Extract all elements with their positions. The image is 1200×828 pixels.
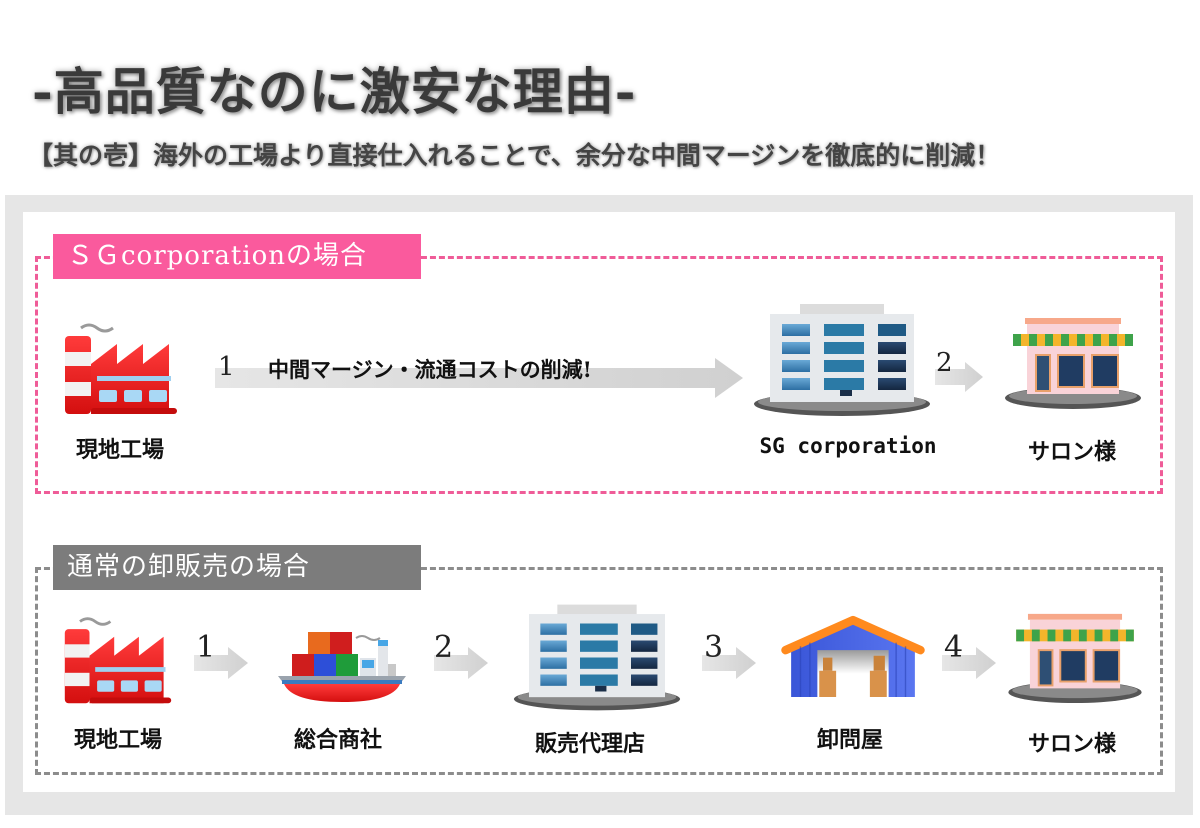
node-label-sales-agent: 販売代理店 <box>534 731 646 757</box>
step-number: 1 <box>218 352 235 382</box>
warehouse-icon <box>778 612 928 707</box>
step-number: 2 <box>434 630 454 665</box>
normal-flow-section <box>35 567 1163 775</box>
arrow-icon <box>434 647 488 679</box>
node-label-wholesaler: 卸問屋 <box>816 727 884 753</box>
step-number: 3 <box>704 630 724 665</box>
margin-cut-label: 中間マージン・流通コストの削減! <box>268 357 592 382</box>
node-label-salon: サロン様 <box>1027 439 1117 465</box>
office-building-icon <box>512 600 682 715</box>
normal-section-tag: 通常の卸販売の場合 <box>53 545 421 590</box>
long-arrow-icon <box>215 358 743 398</box>
sg-flow-section <box>35 256 1163 494</box>
factory-icon <box>60 612 176 707</box>
arrow-icon <box>935 362 983 392</box>
page-title: -高品質なのに激安な理由- <box>32 62 637 121</box>
storefront-icon <box>1006 608 1144 706</box>
step-number: 4 <box>944 630 964 665</box>
node-label-factory: 現地工場 <box>73 727 163 753</box>
node-label-salon: サロン様 <box>1027 731 1117 757</box>
step-number: 1 <box>196 630 216 665</box>
node-label-sg-corporation: SG corporation <box>759 434 937 458</box>
arrow-icon <box>942 647 996 679</box>
office-building-icon <box>752 300 932 420</box>
arrow-icon <box>194 647 248 679</box>
page-subtitle: 【其の壱】海外の工場より直接仕入れることで、余分な中間マージンを徹底的に削減！ <box>28 141 1001 170</box>
node-label-trading-company: 総合商社 <box>293 727 383 753</box>
arrow-icon <box>702 647 756 679</box>
sg-section-tag: ＳＧcorporationの場合 <box>53 234 421 279</box>
factory-icon <box>60 318 182 418</box>
cargo-ship-icon <box>272 618 412 708</box>
step-number: 2 <box>936 348 953 378</box>
storefront-icon <box>1003 312 1143 412</box>
node-label-factory: 現地工場 <box>75 437 165 463</box>
